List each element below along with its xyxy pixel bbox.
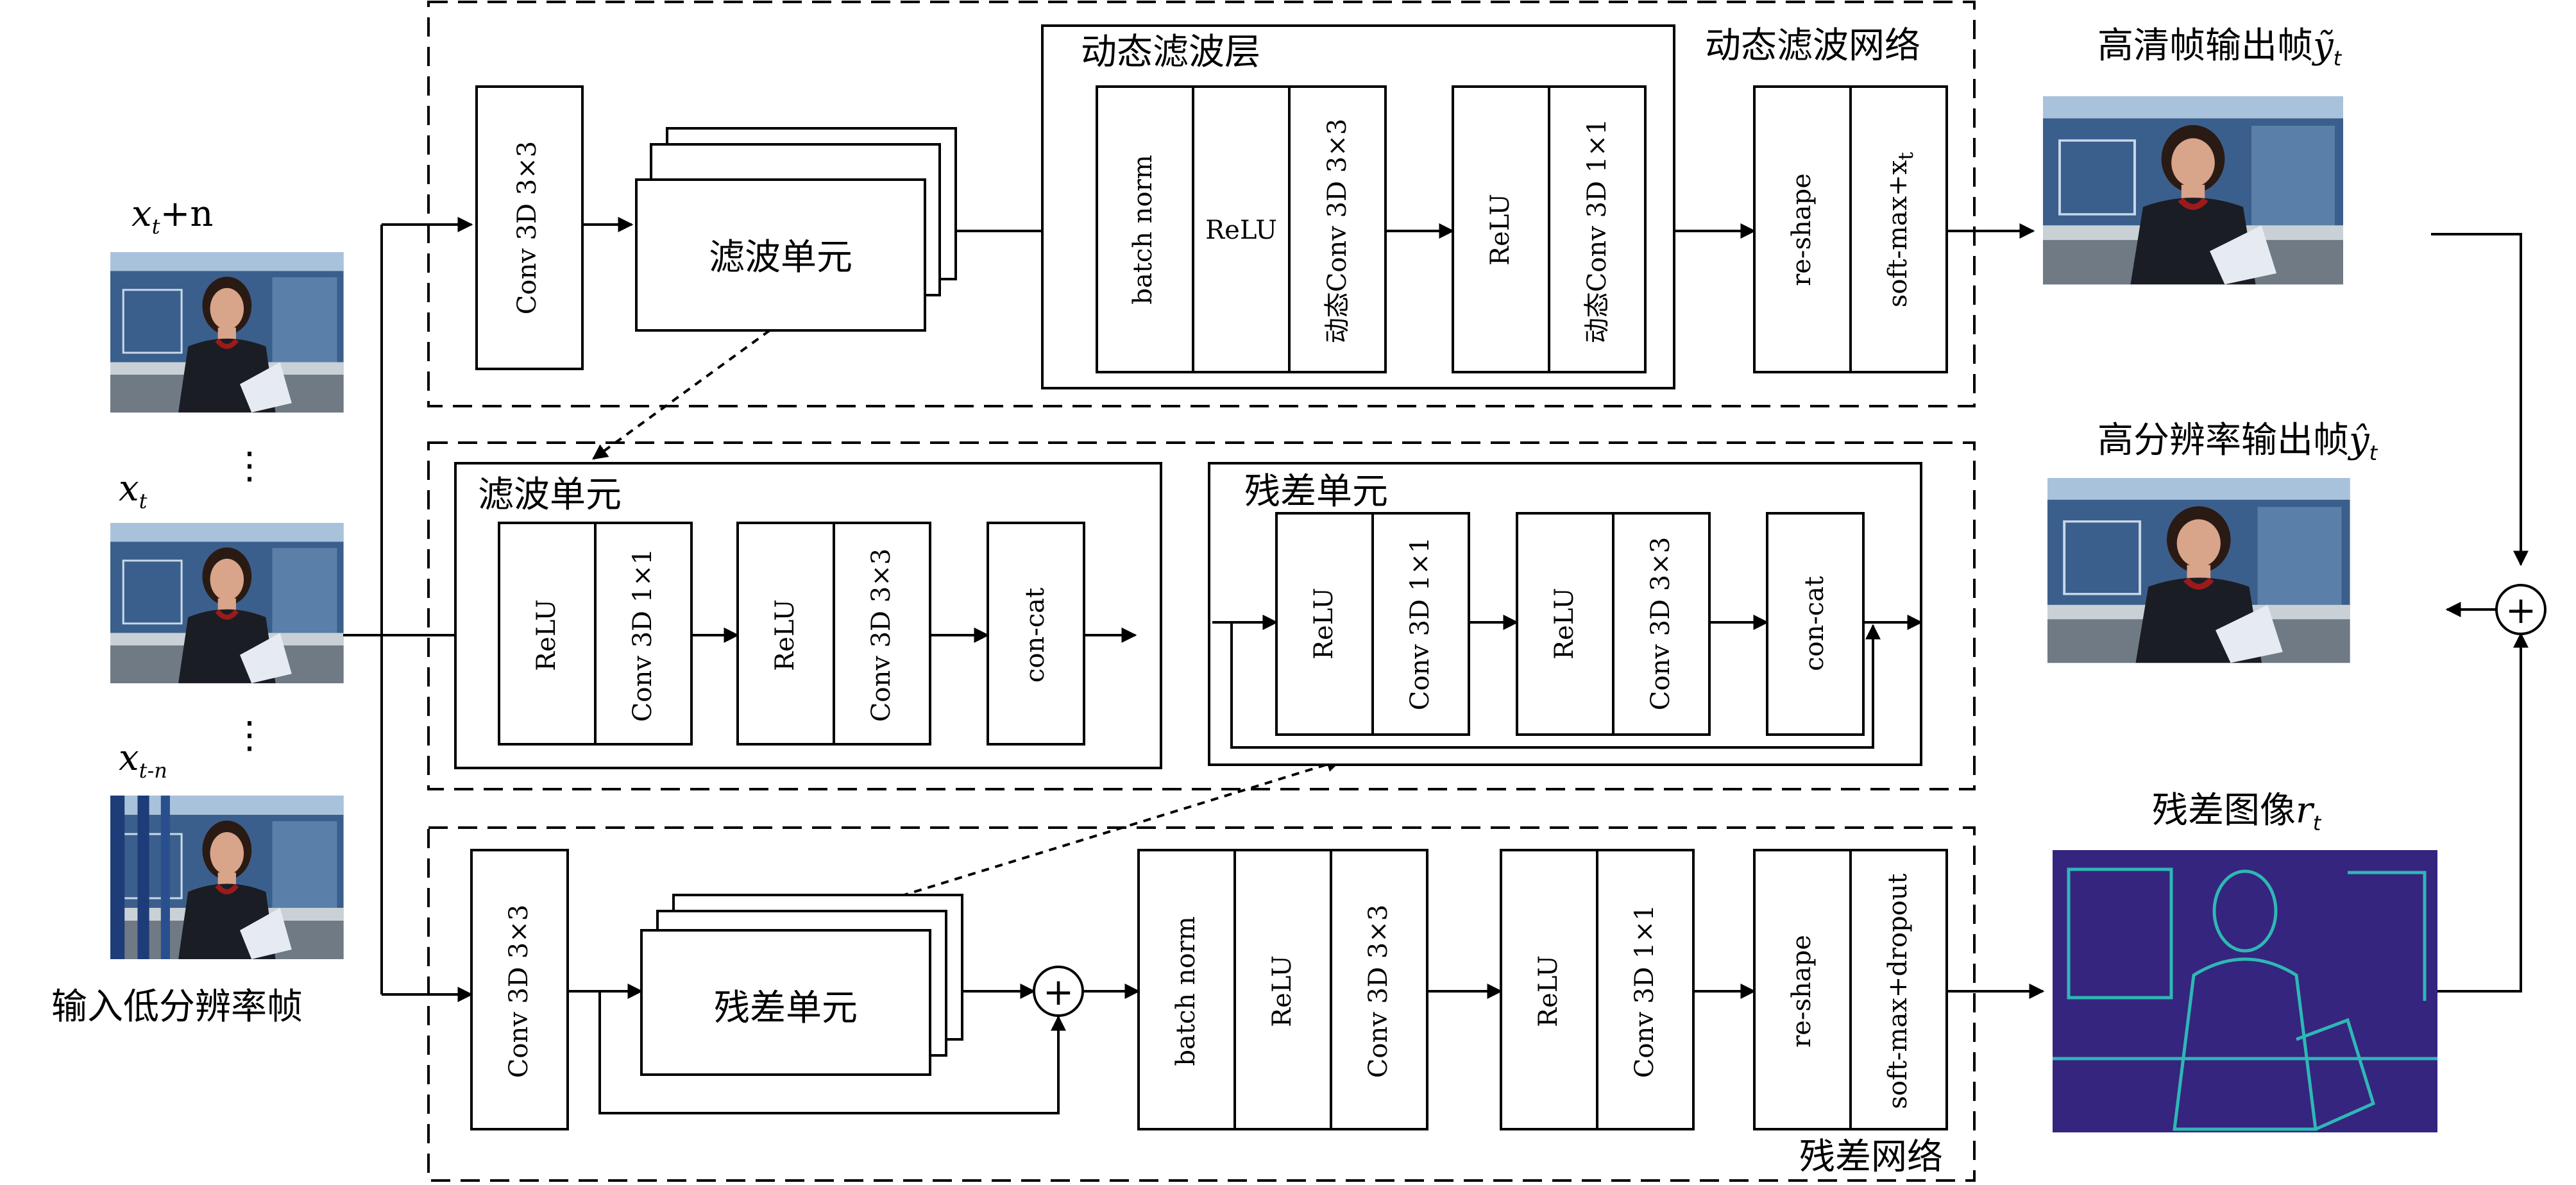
- residual-sum-node: +: [1033, 966, 1084, 1017]
- rn-conv3x3: [1330, 849, 1428, 1130]
- input-frames: xt+n ⋮ xt ⋮ xt-n 输入低分辨率帧: [51, 193, 344, 1028]
- residual-network-title: 残差网络: [1799, 1136, 1943, 1178]
- svg-text:ReLU: ReLU: [1486, 194, 1515, 266]
- filter-unit-stack: 滤波单元: [635, 127, 957, 332]
- dfl-relu: [1192, 85, 1291, 373]
- svg-text:ReLU: ReLU: [1550, 588, 1579, 660]
- svg-text:ReLU: ReLU: [770, 599, 800, 671]
- filter-unit-expansion-link: [592, 329, 771, 460]
- outputs: 高清帧输出帧ỹt 高分辨率输出帧ŷt 残差图像rt +: [2043, 25, 2546, 1132]
- svg-text:Conv 3D 1×1: Conv 3D 1×1: [1405, 537, 1435, 710]
- svg-text:batch norm: batch norm: [1171, 916, 1201, 1066]
- svg-text:soft-max+dropout: soft-max+dropout: [1883, 873, 1913, 1109]
- input-label-top: xt+n: [131, 193, 213, 239]
- svg-text:+: +: [2505, 588, 2537, 632]
- dfn-conv-in: [475, 85, 584, 370]
- hr-frame-label: 高分辨率输出帧ŷt: [2097, 420, 2378, 465]
- hr-frame-image: [2047, 478, 2350, 663]
- svg-text:soft-max+xt: soft-max+xt: [1883, 152, 1918, 307]
- rn-conv-in: [470, 849, 569, 1130]
- svg-text:+: +: [1043, 970, 1074, 1014]
- input-image-top: [110, 252, 344, 413]
- svg-text:ReLU: ReLU: [1309, 588, 1339, 660]
- input-image-bottom: [110, 796, 344, 959]
- svg-text:con-cat: con-cat: [1800, 576, 1829, 671]
- svg-text:ReLU: ReLU: [532, 599, 561, 671]
- svg-text:Conv 3D 3×3: Conv 3D 3×3: [867, 549, 896, 722]
- dfl-relu-2: [1452, 85, 1550, 373]
- svg-text:Conv 3D 3×3: Conv 3D 3×3: [513, 141, 542, 314]
- filter-unit-detail: 滤波单元 ReLU Conv 3D 1×1 ReLU Conv 3D 3×3 c…: [454, 462, 1162, 769]
- residual-unit-detail-title: 残差单元: [1244, 471, 1388, 513]
- svg-text:Conv 3D 3×3: Conv 3D 3×3: [1364, 905, 1393, 1078]
- input-label-bottom: xt-n: [119, 737, 167, 783]
- hd-frame-label: 高清帧输出帧ỹt: [2097, 25, 2343, 71]
- ellipsis-1: ⋮: [231, 443, 268, 487]
- input-label-mid: xt: [119, 468, 148, 513]
- svg-text:Conv 3D 3×3: Conv 3D 3×3: [504, 905, 534, 1078]
- input-image-mid: [110, 523, 344, 683]
- dfl-dynamic-conv1x1: [1548, 85, 1647, 373]
- detail-panel: 滤波单元 ReLU Conv 3D 1×1 ReLU Conv 3D 3×3 c…: [427, 441, 1976, 790]
- output-sum-node: +: [2495, 584, 2546, 635]
- residual-unit-detail: 残差单元 ReLU Conv 3D 1×1 ReLU Conv 3D 3×3 c…: [1208, 462, 1923, 766]
- dynamic-filter-network: 动态滤波网络 Conv 3D 3×3 滤波单元 动态滤波层 batch norm…: [427, 1, 2035, 407]
- dynamic-filter-layer-title: 动态滤波层: [1081, 31, 1260, 73]
- input-caption: 输入低分辨率帧: [51, 986, 303, 1028]
- svg-text:动态Conv 3D 3×3: 动态Conv 3D 3×3: [1323, 119, 1352, 343]
- rn-relu: [1233, 849, 1332, 1130]
- rn-softmax-dropout: [1849, 849, 1948, 1130]
- svg-text:re-shape: re-shape: [1787, 173, 1817, 286]
- hd-frame-image: [2043, 96, 2343, 284]
- input-frame-bottom: xt-n: [110, 737, 344, 959]
- dynamic-filter-network-title: 动态滤波网络: [1705, 25, 1920, 67]
- residual-unit-stack-label: 残差单元: [714, 987, 858, 1029]
- rn-batch-norm: [1137, 849, 1236, 1130]
- residual-unit-stack: 残差单元: [640, 894, 963, 1076]
- svg-text:batch norm: batch norm: [1128, 155, 1158, 304]
- dfl-dynamic-conv3x3: [1288, 85, 1387, 373]
- rn-conv1x1: [1596, 849, 1695, 1130]
- svg-text:Conv 3D 3×3: Conv 3D 3×3: [1646, 537, 1675, 710]
- ellipsis-2: ⋮: [231, 713, 268, 756]
- filter-unit-detail-title: 滤波单元: [478, 474, 622, 516]
- residual-image-label: 残差图像rt: [2152, 790, 2322, 835]
- input-frame-mid: xt: [110, 468, 344, 683]
- dfn-softmax: [1849, 85, 1948, 373]
- svg-text:ReLU: ReLU: [1205, 216, 1277, 245]
- residual-network: 残差网络 Conv 3D 3×3 残差单元 + batch norm ReLU …: [427, 826, 2045, 1182]
- dynamic-filter-layer: 动态滤波层 batch norm ReLU 动态Conv 3D 3×3 ReLU…: [1041, 24, 1675, 389]
- svg-text:动态Conv 3D 1×1: 动态Conv 3D 1×1: [1582, 119, 1612, 343]
- svg-text:re-shape: re-shape: [1787, 935, 1817, 1048]
- filter-unit-stack-label: 滤波单元: [709, 237, 852, 278]
- svg-text:con-cat: con-cat: [1021, 588, 1050, 683]
- residual-image: [2053, 850, 2437, 1132]
- svg-text:ReLU: ReLU: [1534, 955, 1563, 1027]
- input-frame-top: xt+n: [110, 193, 344, 413]
- svg-text:ReLU: ReLU: [1267, 955, 1297, 1027]
- svg-text:Conv 3D 1×1: Conv 3D 1×1: [1630, 905, 1659, 1078]
- svg-text:Conv 3D 1×1: Conv 3D 1×1: [628, 549, 657, 722]
